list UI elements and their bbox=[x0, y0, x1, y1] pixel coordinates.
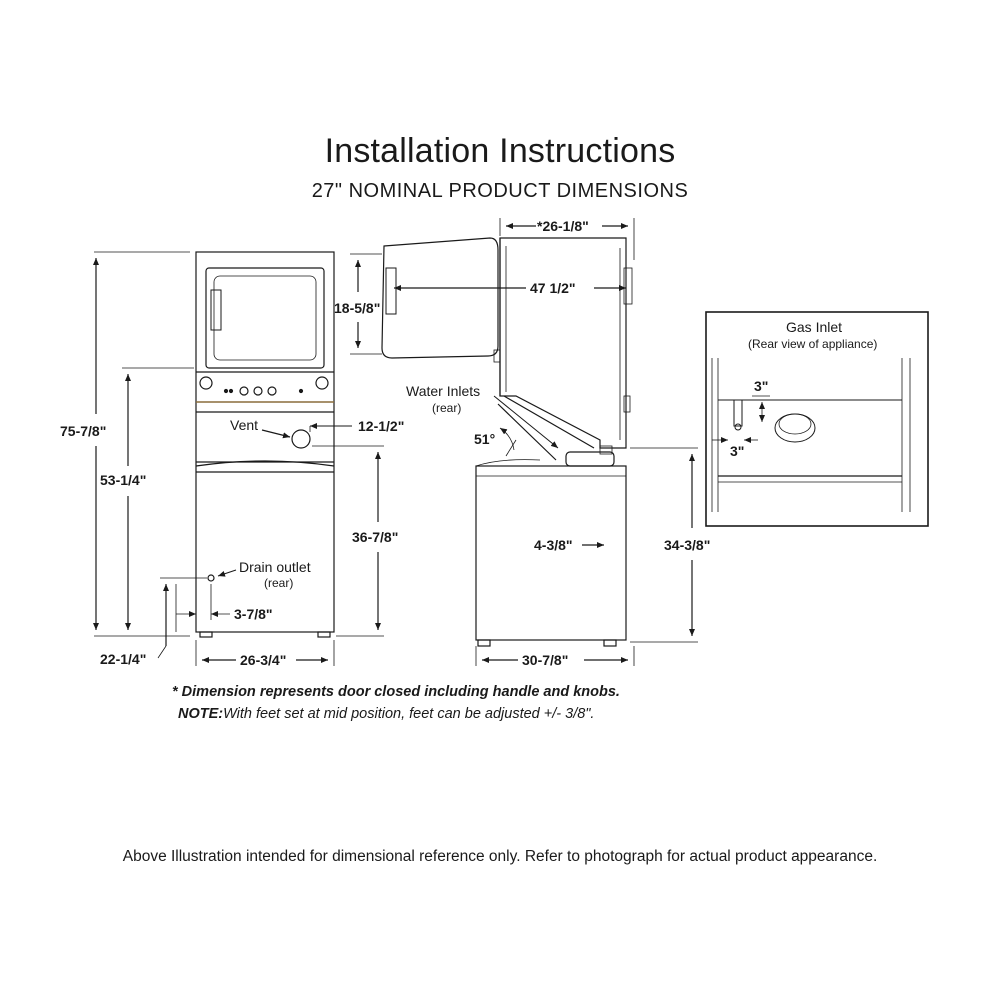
drain-outlet-label: Drain outlet bbox=[239, 559, 311, 575]
control-knob-right bbox=[315, 376, 329, 390]
overall-height-label: 75-7/8" bbox=[60, 423, 106, 439]
disclaimer: Above Illustration intended for dimensio… bbox=[122, 848, 878, 865]
vent-height-label: 36-7/8" bbox=[352, 529, 398, 545]
side-view bbox=[350, 218, 698, 666]
control-knob-left bbox=[199, 376, 213, 390]
drain-height-label: 22-1/4" bbox=[100, 651, 146, 667]
inset-vent bbox=[774, 413, 816, 443]
footnote-note: NOTE:With feet set at mid position, feet… bbox=[178, 706, 594, 722]
gas-inlet-title: Gas Inlet bbox=[786, 319, 842, 335]
dryer-door-handle bbox=[210, 289, 222, 331]
washer-height-label: 34-3/8" bbox=[664, 537, 710, 553]
gas-pipe bbox=[733, 399, 743, 427]
front-width-label: 26-3/4" bbox=[240, 652, 286, 668]
page-title: Installation Instructions bbox=[324, 132, 676, 170]
gas-inlet-frame bbox=[705, 311, 929, 527]
gas-inlet-vertical-dim: 3" bbox=[754, 378, 768, 394]
inlet-offset-label: 4-3/8" bbox=[534, 537, 573, 553]
side-depth-label: 30-7/8" bbox=[522, 652, 568, 668]
angle-label: 51° bbox=[474, 431, 495, 447]
vent-label: Vent bbox=[230, 417, 258, 433]
dryer-door-open bbox=[381, 237, 499, 359]
page-subtitle: 27" NOMINAL PRODUCT DIMENSIONS bbox=[311, 180, 689, 202]
dryer-depth-label: *26-1/8" bbox=[537, 218, 589, 234]
vent-opening bbox=[291, 429, 311, 449]
dryer-body bbox=[499, 237, 627, 449]
drain-outlet bbox=[207, 574, 215, 582]
drain-outlet-sub-label: (rear) bbox=[264, 576, 293, 590]
footnote-note-label: NOTE: bbox=[178, 706, 224, 722]
dryer-door-panel bbox=[205, 267, 325, 369]
water-inlet-housing bbox=[565, 451, 615, 467]
water-inlets-label: Water Inlets bbox=[406, 383, 480, 399]
dryer-height-label: 53-1/4" bbox=[100, 472, 146, 488]
gas-inlet-horizontal-dim: 3" bbox=[730, 443, 744, 459]
vent-offset-label: 12-1/2" bbox=[358, 418, 404, 434]
washer-body bbox=[475, 465, 627, 641]
door-open-depth-label: 47 1/2" bbox=[530, 280, 576, 296]
drain-offset-label: 3-7/8" bbox=[234, 606, 273, 622]
gas-inlet-subtitle: (Rear view of appliance) bbox=[748, 337, 877, 351]
footnote-star: * Dimension represents door closed inclu… bbox=[172, 684, 620, 700]
front-view bbox=[93, 251, 384, 666]
front-cabinet-outline bbox=[195, 251, 335, 633]
footnote-note-text: With feet set at mid position, feet can … bbox=[223, 706, 595, 722]
gas-inlet-inset bbox=[705, 311, 929, 527]
door-height-label: 18-5/8" bbox=[334, 300, 380, 316]
water-inlets-sub-label: (rear) bbox=[432, 401, 461, 415]
